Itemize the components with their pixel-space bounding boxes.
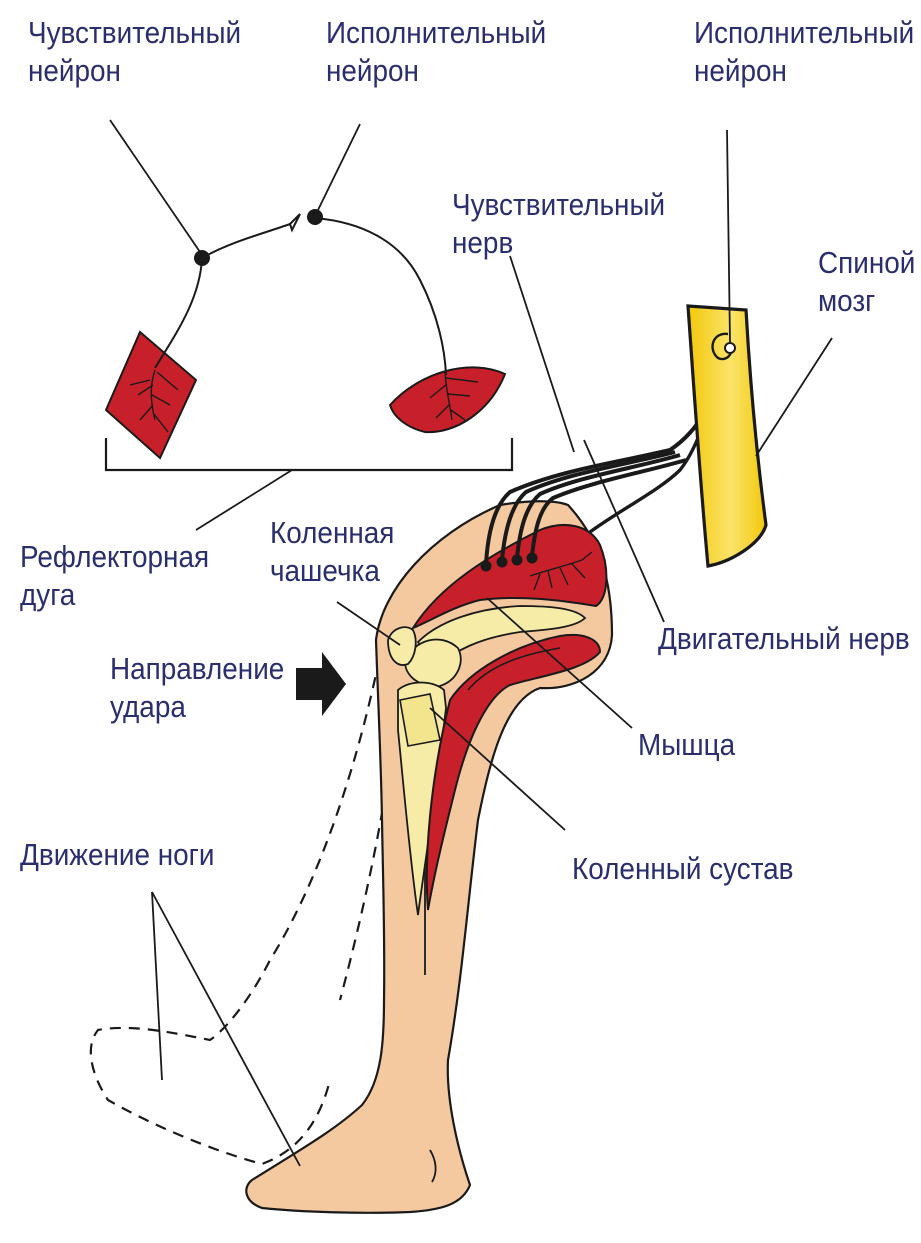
label-spinal-cord: Спиной мозг bbox=[818, 244, 915, 320]
label-kneecap: Коленная чашечка bbox=[270, 514, 394, 590]
label-motor-neuron-right: Исполнительный нейрон bbox=[694, 14, 914, 90]
label-sensory-nerve: Чувствительный нерв bbox=[452, 186, 665, 262]
motor-neuron-body bbox=[307, 209, 323, 225]
label-motor-nerve: Двигательный нерв bbox=[658, 620, 910, 658]
label-sensory-neuron: Чувствительный нейрон bbox=[28, 14, 241, 90]
label-reflex-arc: Рефлекторная дуга bbox=[20, 538, 209, 614]
spinal-cord bbox=[688, 306, 766, 566]
label-muscle: Мышца bbox=[638, 726, 735, 764]
label-strike-direction: Направление удара bbox=[110, 650, 284, 726]
label-motor-neuron-top: Исполнительный нейрон bbox=[326, 14, 546, 90]
nerves bbox=[486, 352, 725, 564]
effector-muscle bbox=[390, 367, 505, 432]
label-leg-movement: Движение ноги bbox=[20, 836, 214, 874]
sensory-neuron-body bbox=[194, 250, 210, 266]
right-arrow-icon bbox=[296, 652, 346, 716]
label-knee-joint: Коленный сустав bbox=[572, 850, 793, 888]
kneecap-bone bbox=[388, 627, 416, 665]
